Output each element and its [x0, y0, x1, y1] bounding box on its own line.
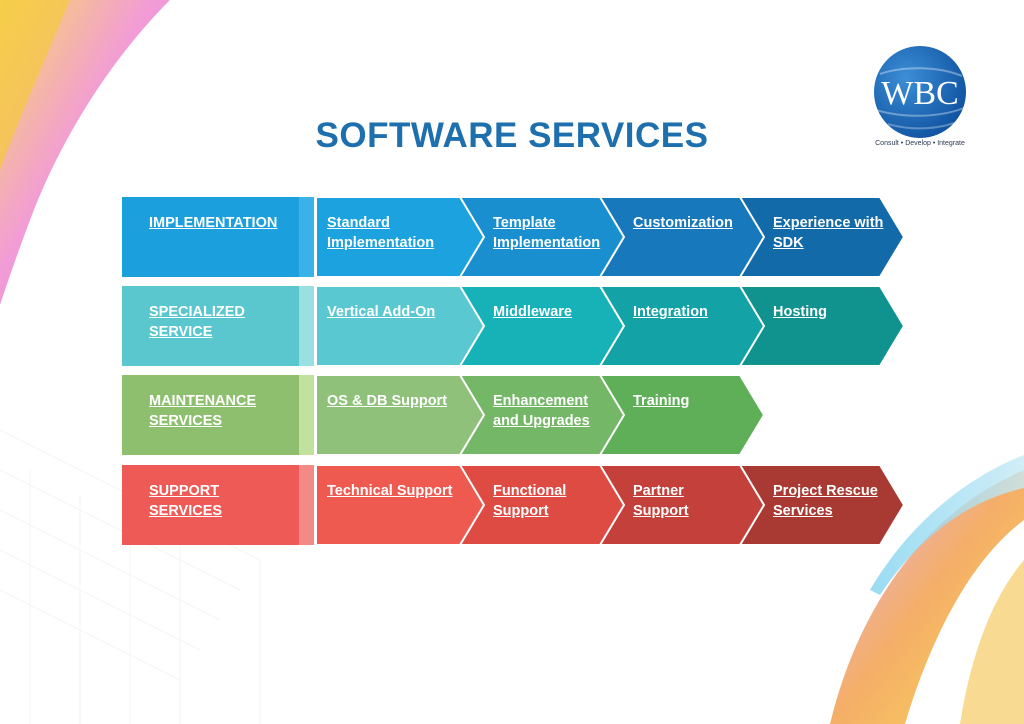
category-link-line: SPECIALIZED — [149, 304, 245, 320]
category-link-line: MAINTENANCE — [149, 393, 257, 409]
service-step-line: SDK — [773, 235, 804, 251]
logo-tagline: Consult • Develop • Integrate — [875, 140, 965, 147]
service-step-link[interactable]: Hosting — [773, 302, 827, 322]
category-divider — [299, 465, 314, 545]
step-chevron — [315, 465, 486, 545]
category-link[interactable]: SPECIALIZED SERVICE — [149, 302, 245, 342]
service-step-line: OS & DB Support — [327, 393, 448, 409]
service-step-line: Training — [633, 393, 690, 409]
service-step-link[interactable]: OS & DB Support — [327, 391, 447, 411]
service-row-shapes — [122, 197, 904, 277]
category-divider — [299, 286, 314, 366]
service-step-line: Support — [493, 503, 549, 519]
service-row-shapes — [122, 465, 904, 545]
service-step-link[interactable]: Vertical Add-On — [327, 302, 435, 322]
service-step-line: Customization — [633, 215, 733, 231]
service-row-shapes — [122, 286, 904, 366]
service-step-line: Experience with — [773, 215, 884, 231]
service-step-line: Implementation — [327, 235, 435, 251]
category-box — [122, 197, 299, 277]
service-step-line: Vertical Add-On — [327, 304, 436, 320]
service-row: MAINTENANCE SERVICES OS & DB Support Enhanc… — [122, 375, 904, 455]
service-step-line: Enhancement — [493, 393, 589, 409]
category-divider — [299, 375, 314, 455]
service-step-link[interactable]: Customization — [633, 213, 733, 233]
service-step-line: Functional — [493, 483, 567, 499]
service-step-line: Implementation — [493, 235, 601, 251]
service-row: SUPPORT SERVICES Technical Support Function… — [122, 465, 904, 545]
service-step-line: Middleware — [493, 304, 572, 320]
service-step-line: Project Rescue — [773, 483, 878, 499]
category-box — [122, 465, 299, 545]
service-step-link[interactable]: Training — [633, 391, 689, 411]
service-step-link[interactable]: Technical Support — [327, 481, 452, 501]
category-box — [122, 286, 299, 366]
logo-text: WBC — [881, 75, 958, 112]
category-link-line: SUPPORT — [149, 483, 220, 499]
category-link-line: IMPLEMENTATION — [149, 215, 278, 231]
service-step-link[interactable]: Enhancement and Upgrades — [493, 391, 590, 431]
step-chevron — [315, 286, 486, 366]
service-step-link[interactable]: Middleware — [493, 302, 572, 322]
service-step-line: and Upgrades — [493, 413, 590, 429]
step-chevron — [315, 375, 486, 455]
service-step-line: Partner — [633, 483, 684, 499]
category-link[interactable]: MAINTENANCE SERVICES — [149, 391, 256, 431]
category-link-line: SERVICE — [149, 324, 213, 340]
service-step-line: Standard — [327, 215, 390, 231]
step-chevron — [315, 197, 486, 277]
service-step-line: Support — [633, 503, 689, 519]
service-step-link[interactable]: Integration — [633, 302, 708, 322]
service-row-shapes — [122, 375, 766, 455]
category-divider — [299, 197, 314, 277]
service-step-line: Integration — [633, 304, 708, 320]
service-row: SPECIALIZED SERVICE Vertical Add-On Middlew… — [122, 286, 904, 366]
category-link[interactable]: SUPPORT SERVICES — [149, 481, 222, 521]
service-step-line: Hosting — [773, 304, 827, 320]
service-step-line: Technical Support — [327, 483, 453, 499]
wbc-logo-globe: WBC — [874, 46, 966, 138]
category-link-line: SERVICES — [149, 413, 223, 429]
category-box — [122, 375, 299, 455]
service-step-line: Services — [773, 503, 833, 519]
category-link-line: SERVICES — [149, 503, 223, 519]
service-step-line: Template — [493, 215, 556, 231]
category-link[interactable]: IMPLEMENTATION — [149, 213, 277, 233]
page-title: SOFTWARE SERVICES — [315, 116, 709, 155]
